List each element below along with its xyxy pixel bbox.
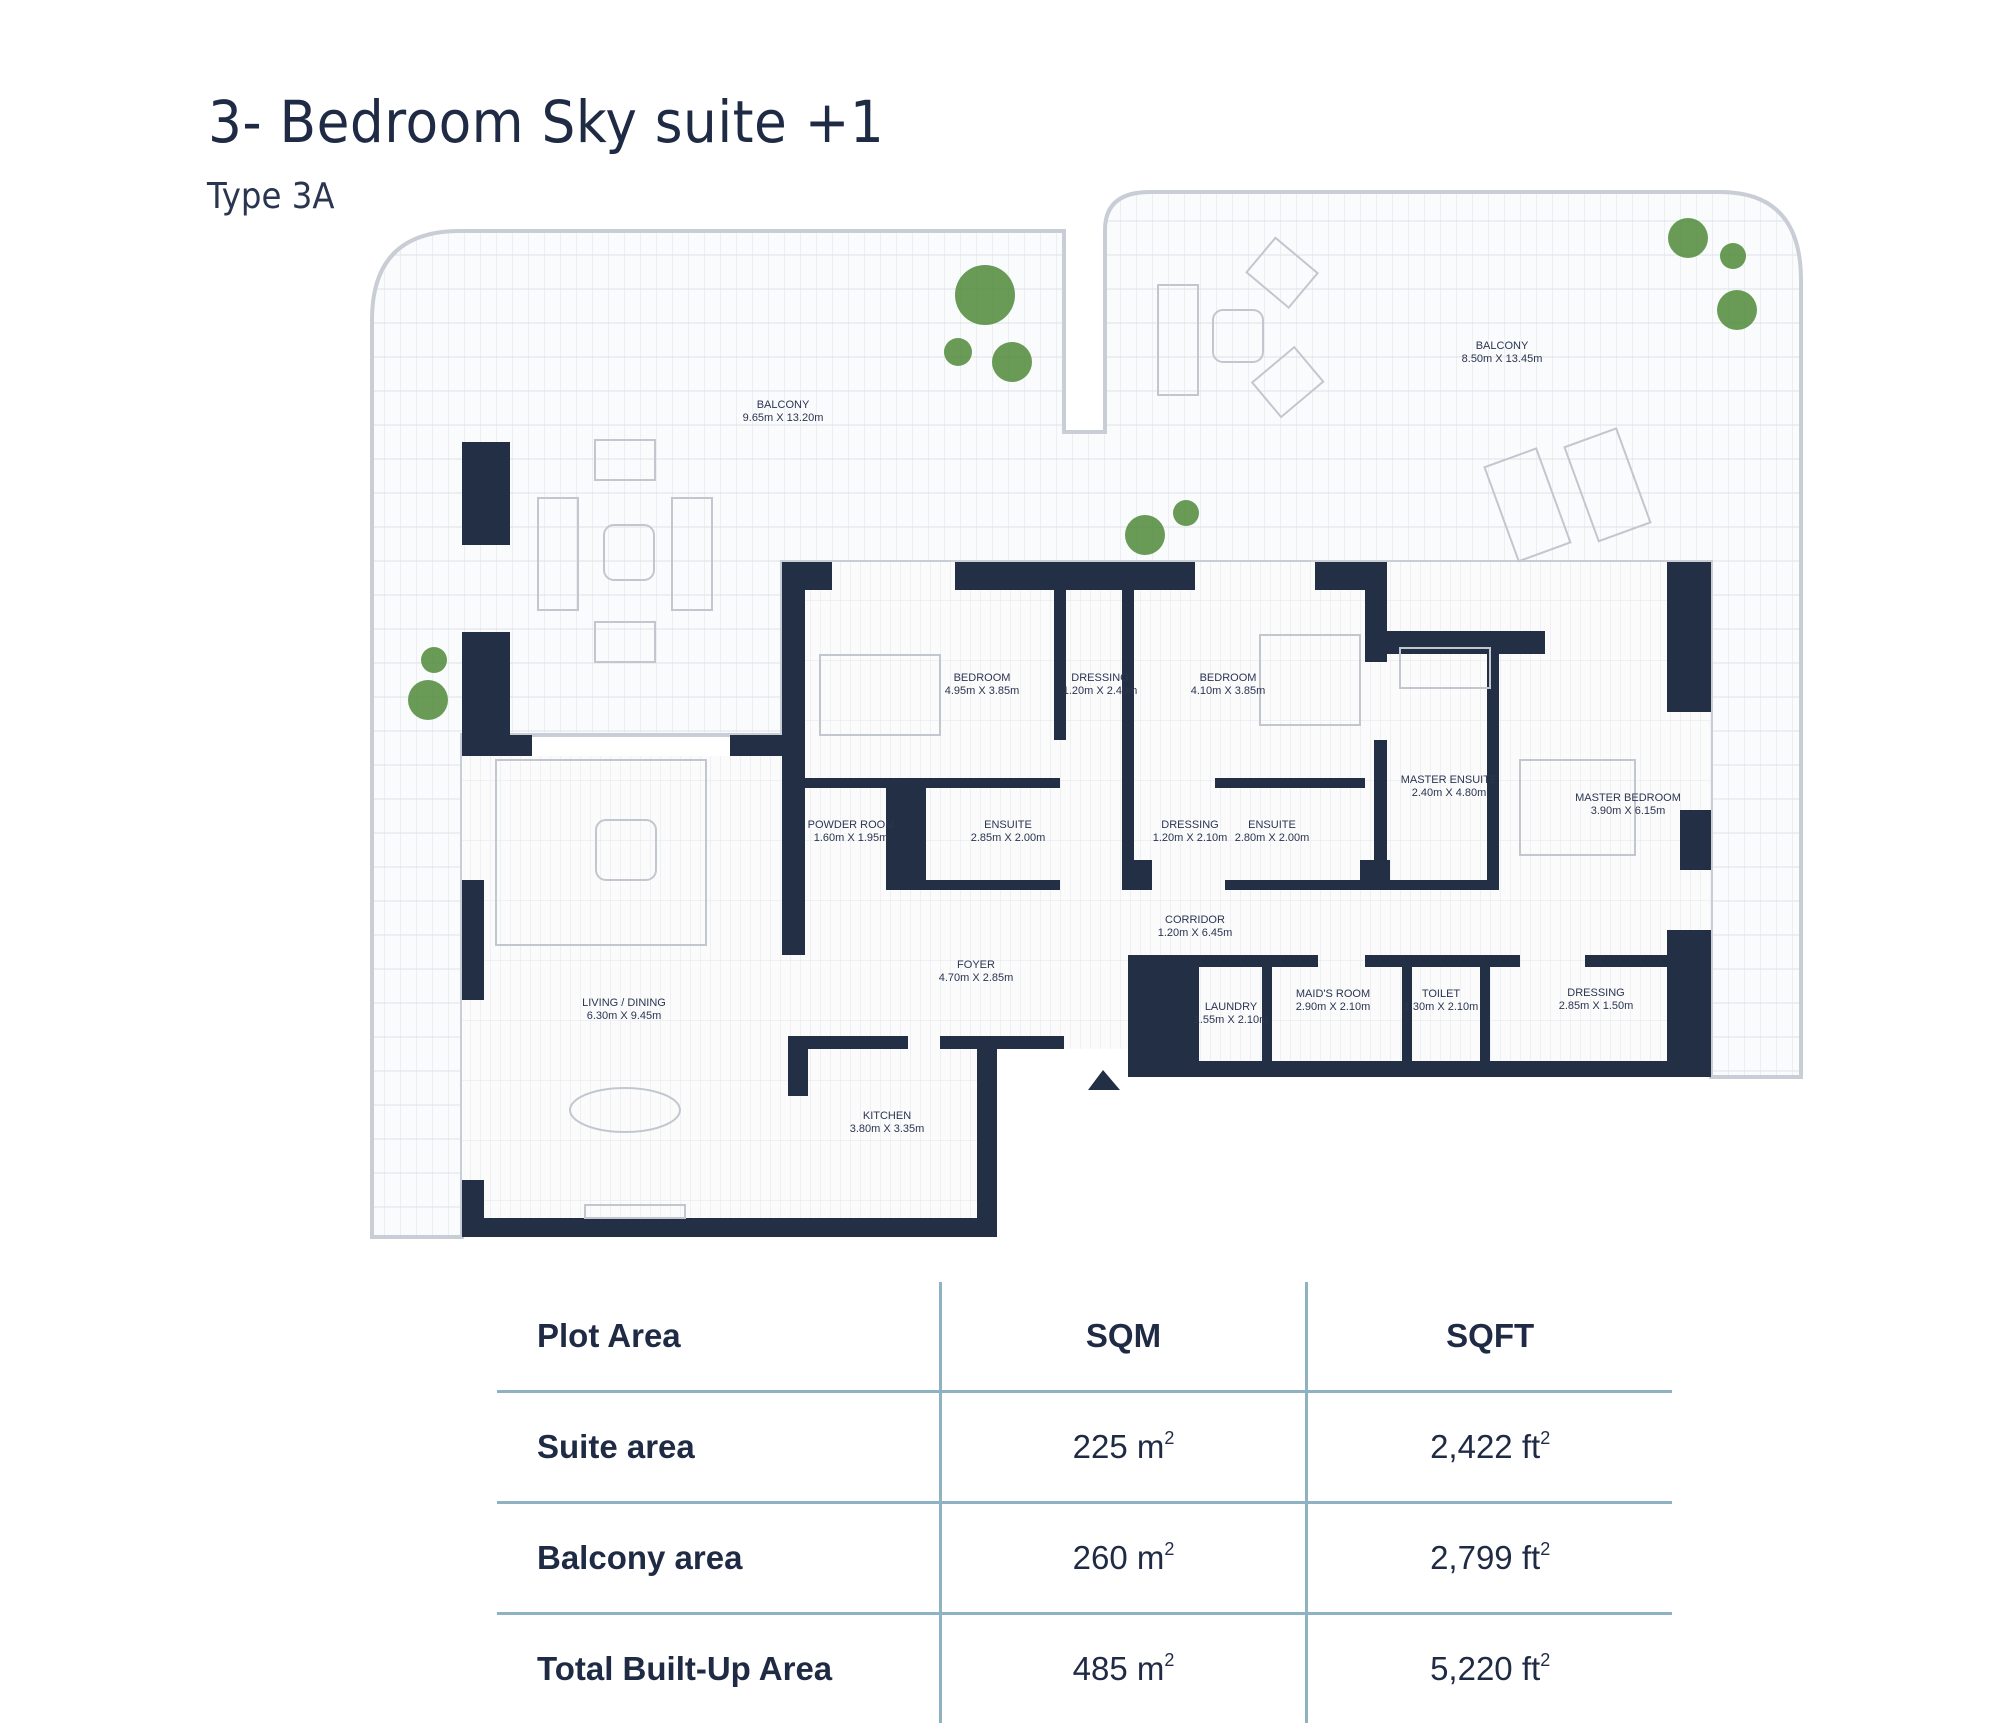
room-name: ENSUITE <box>1248 819 1296 831</box>
room-dimensions: 2.90m X 2.10m <box>1296 1001 1371 1013</box>
header-plot-area: Plot Area <box>497 1282 940 1392</box>
entrance-arrow-icon <box>1088 1070 1120 1090</box>
room-dimensions: 1.55m X 2.10m <box>1194 1014 1269 1026</box>
room-name: BEDROOM <box>1200 672 1257 684</box>
room-name: MAID'S ROOM <box>1296 988 1370 1000</box>
table-row: Suite area 225 m2 2,422 ft2 <box>497 1392 1672 1503</box>
header-sqm: SQM <box>940 1282 1307 1392</box>
room-dimensions: 8.50m X 13.45m <box>1462 353 1543 365</box>
room-name: BALCONY <box>757 399 810 411</box>
room-dimensions: 4.70m X 2.85m <box>939 972 1014 984</box>
tree-icon <box>992 342 1032 382</box>
tree-icon <box>955 265 1015 325</box>
room-name: CORRIDOR <box>1165 914 1225 926</box>
tree-icon <box>944 338 972 366</box>
row-label: Balcony area <box>497 1503 940 1614</box>
tree-icon <box>1720 243 1746 269</box>
row-label: Suite area <box>497 1392 940 1503</box>
tree-icon <box>1717 290 1757 330</box>
tree-icon <box>1668 218 1708 258</box>
room-name: BEDROOM <box>954 672 1011 684</box>
area-table: Plot Area SQM SQFT Suite area 225 m2 2,4… <box>497 1282 1672 1723</box>
room-dimensions: 2.85m X 2.00m <box>971 832 1046 844</box>
table-row: Total Built-Up Area 485 m2 5,220 ft2 <box>497 1614 1672 1723</box>
room-dimensions: 9.65m X 13.20m <box>743 412 824 424</box>
header-sqft: SQFT <box>1307 1282 1672 1392</box>
room-name: MASTER BEDROOM <box>1575 792 1681 804</box>
room-dimensions: 3.90m X 6.15m <box>1591 805 1666 817</box>
row-sqm: 485 m2 <box>940 1614 1307 1723</box>
room-dimensions: 1.30m X 2.10m <box>1404 1001 1479 1013</box>
room-name: KITCHEN <box>863 1110 911 1122</box>
tree-icon <box>408 680 448 720</box>
tree-icon <box>1125 515 1165 555</box>
row-sqm: 225 m2 <box>940 1392 1307 1503</box>
row-label: Total Built-Up Area <box>497 1614 940 1723</box>
room-name: DRESSING <box>1567 987 1624 999</box>
row-sqft: 2,422 ft2 <box>1307 1392 1672 1503</box>
room-name: DRESSING <box>1161 819 1218 831</box>
row-sqft: 2,799 ft2 <box>1307 1503 1672 1614</box>
room-dimensions: 1.20m X 6.45m <box>1158 927 1233 939</box>
tree-icon <box>421 647 447 673</box>
room-dimensions: 2.85m X 1.50m <box>1559 1000 1634 1012</box>
room-name: MASTER ENSUITE <box>1401 774 1498 786</box>
row-sqft: 5,220 ft2 <box>1307 1614 1672 1723</box>
room-name: FOYER <box>957 959 995 971</box>
tree-icon <box>1173 500 1199 526</box>
room-dimensions: 1.20m X 2.40m <box>1063 685 1138 697</box>
room-dimensions: 6.30m X 9.45m <box>587 1010 662 1022</box>
room-name: TOILET <box>1422 988 1461 1000</box>
table-header-row: Plot Area SQM SQFT <box>497 1282 1672 1392</box>
room-name: BALCONY <box>1476 340 1529 352</box>
room-dimensions: 4.10m X 3.85m <box>1191 685 1266 697</box>
room-dimensions: 4.95m X 3.85m <box>945 685 1020 697</box>
row-sqm: 260 m2 <box>940 1503 1307 1614</box>
room-dimensions: 1.60m X 1.95m <box>814 832 889 844</box>
room-dimensions: 3.80m X 3.35m <box>850 1123 925 1135</box>
room-name: DRESSING <box>1071 672 1128 684</box>
room-dimensions: 2.40m X 4.80m <box>1412 787 1487 799</box>
room-name: LIVING / DINING <box>582 997 666 1009</box>
room-name: POWDER ROOM <box>808 819 895 831</box>
room-dimensions: 1.20m X 2.10m <box>1153 832 1228 844</box>
room-name: LAUNDRY <box>1205 1001 1258 1013</box>
room-name: ENSUITE <box>984 819 1032 831</box>
room-dimensions: 2.80m X 2.00m <box>1235 832 1310 844</box>
table-row: Balcony area 260 m2 2,799 ft2 <box>497 1503 1672 1614</box>
